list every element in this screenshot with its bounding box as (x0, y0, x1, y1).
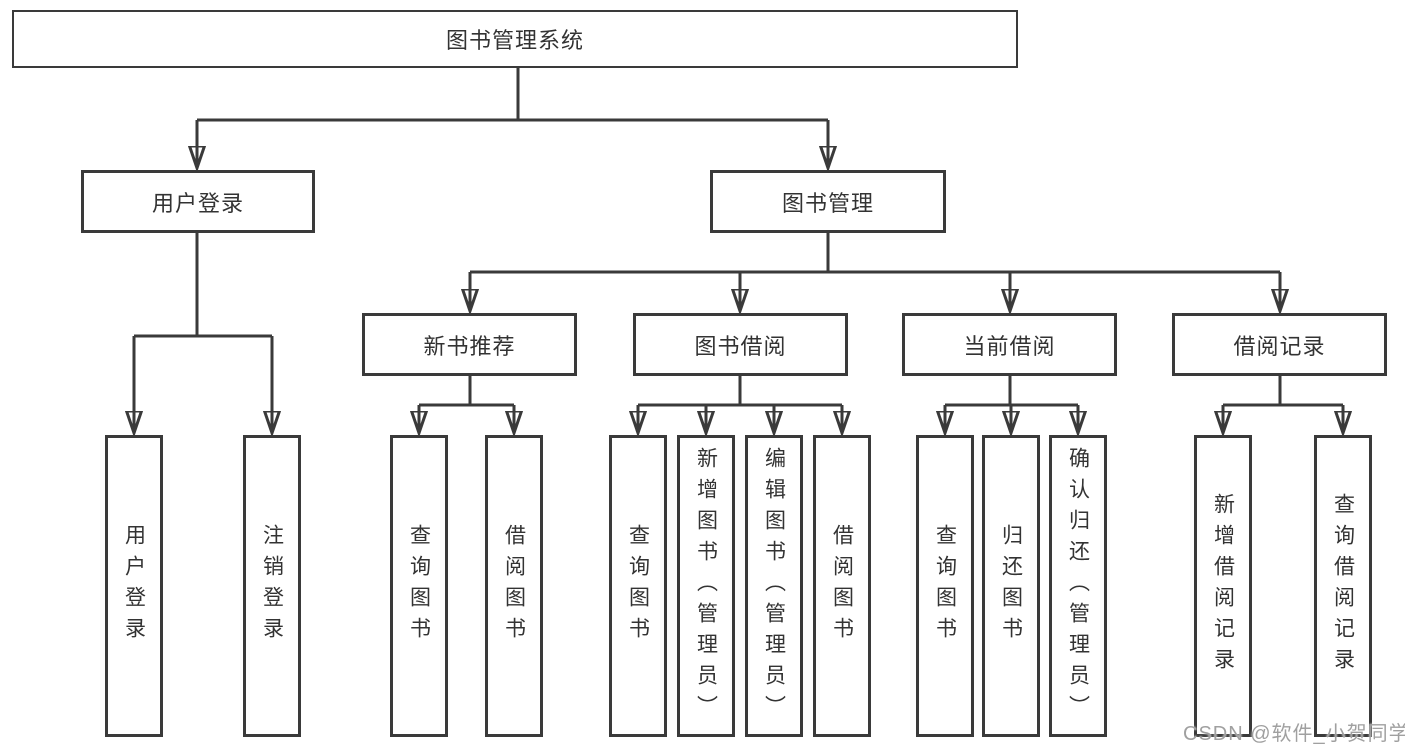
leaf-label: 归还图书 (999, 524, 1023, 648)
leaf-label: 借阅图书 (830, 524, 854, 648)
node-label: 新书推荐 (423, 333, 516, 359)
node-book-management: 图书管理 (710, 170, 946, 233)
leaf-user-login: 用户登录 (105, 435, 163, 737)
leaf-label: 注销登录 (260, 524, 284, 648)
node-user-login: 用户登录 (81, 170, 315, 233)
leaf-label: 新增图书（管理员） (694, 446, 718, 726)
node-library-management-system: 图书管理系统 (12, 10, 1018, 68)
leaf-borrow-borrow-books: 借阅图书 (813, 435, 871, 737)
node-current-borrow: 当前借阅 (902, 313, 1117, 376)
leaf-label: 查询图书 (933, 524, 957, 648)
leaf-label: 查询图书 (626, 524, 650, 648)
leaf-borrow-query-books: 查询图书 (609, 435, 667, 737)
leaf-label: 查询图书 (407, 524, 431, 648)
connector-skeleton (134, 66, 1343, 407)
leaf-label: 借阅图书 (502, 524, 526, 648)
leaf-recommend-borrow-books: 借阅图书 (485, 435, 543, 737)
node-label: 当前借阅 (963, 333, 1056, 359)
node-label: 图书管理 (781, 190, 874, 216)
leaf-borrow-edit-books-admin: 编辑图书（管理员） (745, 435, 803, 737)
leaf-record-query-borrow-record: 查询借阅记录 (1314, 435, 1372, 737)
leaf-current-query-books: 查询图书 (916, 435, 974, 737)
leaf-label: 查询借阅记录 (1331, 493, 1355, 679)
node-borrow-record: 借阅记录 (1172, 313, 1387, 376)
leaf-label: 新增借阅记录 (1211, 493, 1235, 679)
node-label: 用户登录 (151, 190, 244, 216)
leaf-current-return-books: 归还图书 (982, 435, 1040, 737)
connector-arrows (134, 120, 1343, 430)
node-label: 图书管理系统 (445, 28, 584, 53)
node-new-book-recommend: 新书推荐 (362, 313, 577, 376)
leaf-current-confirm-return-admin: 确认归还（管理员） (1049, 435, 1107, 737)
leaf-label: 编辑图书（管理员） (762, 446, 786, 726)
csdn-watermark: CSDN @软件_小贺同学 (1183, 723, 1405, 745)
node-book-borrow: 图书借阅 (633, 313, 848, 376)
leaf-record-add-borrow-record: 新增借阅记录 (1194, 435, 1252, 737)
leaf-recommend-query-books: 查询图书 (390, 435, 448, 737)
leaf-borrow-add-books-admin: 新增图书（管理员） (677, 435, 735, 737)
node-label: 借阅记录 (1233, 333, 1326, 359)
leaf-label: 用户登录 (122, 524, 146, 648)
leaf-logout: 注销登录 (243, 435, 301, 737)
leaf-label: 确认归还（管理员） (1066, 446, 1090, 726)
node-label: 图书借阅 (694, 333, 787, 359)
